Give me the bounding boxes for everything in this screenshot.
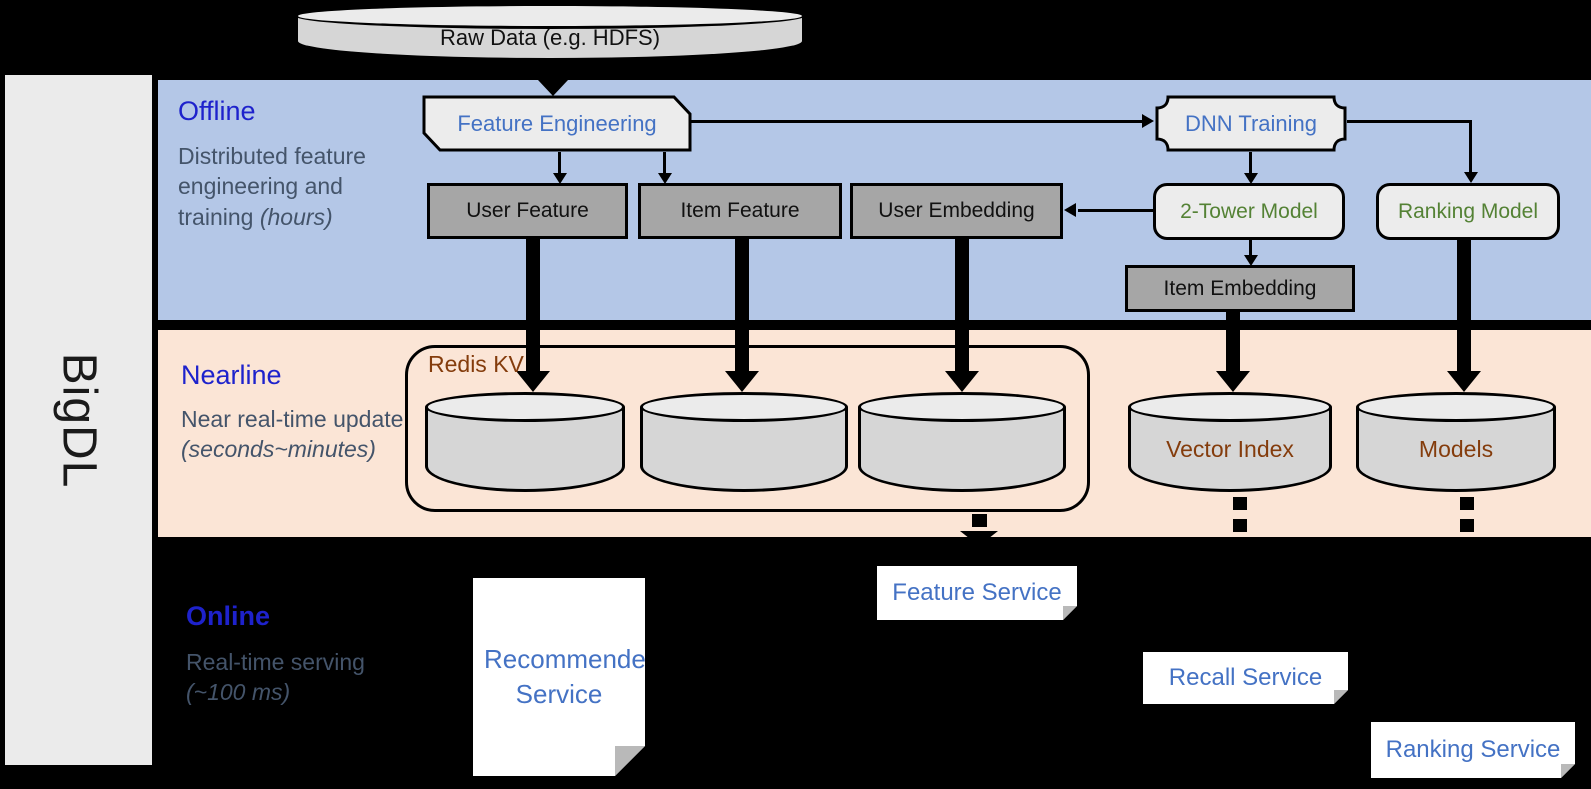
kv1-top [425,392,625,422]
arrow-rankingmodel-to-models-line [1457,240,1471,371]
feature-engineering-node: Feature Engineering [422,95,692,152]
vector-index-label: Vector Index [1166,436,1294,462]
models-top [1356,392,1556,422]
redis-kv-label: Redis KV [428,351,524,377]
arrow-userembedding-to-kv3-head [945,371,979,392]
kv1-body [425,407,625,492]
arrow-itemfeature-to-kv2-head [725,371,759,392]
models-store: Models [1356,392,1556,492]
arrow-fe-to-dnn-line [690,120,1142,123]
feature-service-fold [1063,606,1077,620]
offline-description: Distributed feature engineering and trai… [178,141,423,232]
online-description-text: Real-time serving [186,649,365,675]
kv-store-cylinder-1 [425,392,625,492]
kv3-top [858,392,1066,422]
recall-service-label: Recall Service [1168,664,1323,691]
ranking-service-fold [1561,764,1575,778]
bigdl-logo-text: BigDL [51,352,105,488]
feature-engineering-shape [422,95,692,152]
item-embedding-node: Item Embedding [1125,265,1355,312]
dnn-training-node: DNN Training [1155,95,1347,152]
offline-description-text: Distributed feature engineering and trai… [178,143,366,230]
nearline-description-latency: (seconds~minutes) [181,436,376,463]
arrow-twotower-to-userembedding-line [1078,209,1153,212]
feature-service-label: Feature Service [892,579,1062,606]
redis-kv-container [405,345,1090,512]
recommender-service-label: Recommender Service [484,643,655,709]
arrow-userembedding-to-kv3-line [955,239,969,371]
dashed-redis-to-featureservice-head [960,531,998,546]
dashed-models-segment-2 [1460,519,1474,532]
offline-description-latency: (hours) [259,203,333,230]
bigdl-sidebar: BigDL [5,75,152,765]
arrow-dnn-to-twotower-line [1249,152,1252,174]
arrow-dnn-to-ranking-vline [1469,120,1472,172]
dnn-training-label: DNN Training [1184,110,1318,136]
user-feature-node: User Feature [427,183,628,239]
arrow-fe-to-itemfeature-line [663,152,666,174]
arrow-rawdata-to-fe-line [546,60,560,80]
arrow-fe-to-dnn-head [1142,114,1154,128]
nearline-title: Nearline [181,360,282,390]
models-label: Models [1418,436,1494,462]
offline-title: Offline [178,96,256,126]
arrow-twotower-to-itemembedding-line [1249,240,1252,256]
arrow-itemembedding-to-vectorindex-line [1226,312,1240,371]
ranking-service-doc: Ranking Service [1371,722,1575,778]
ranking-model-node: Ranking Model [1376,183,1560,240]
dnn-training-shape [1155,95,1347,152]
arrow-fe-to-itemfeature-head [658,173,672,184]
dashed-vectorindex-segment-2 [1233,519,1247,532]
arrow-twotower-to-userembedding-head [1064,203,1076,217]
arrow-rawdata-to-fe-head [538,80,568,96]
arrow-dnn-to-ranking-head [1464,172,1478,183]
arrow-dnn-to-ranking-hline [1347,120,1472,123]
kv2-top [640,392,848,422]
online-description-latency: (~100 ms) [186,679,291,706]
arrow-itemfeature-to-kv2-line [735,239,749,371]
raw-data-cylinder-top [295,3,805,29]
online-description: Real-time serving (~100 ms) [186,647,426,708]
recall-service-fold [1334,690,1348,704]
arrow-fe-to-userfeature-line [558,152,561,174]
kv-store-cylinder-3 [858,392,1066,492]
online-title: Online [186,601,271,631]
feature-engineering-label: Feature Engineering [457,110,657,136]
raw-data-store: Raw Data (e.g. HDFS) [295,3,805,61]
vector-index-store: Vector Index [1128,392,1332,492]
item-feature-node: Item Feature [638,183,842,239]
raw-data-label: Raw Data (e.g. HDFS) [439,25,661,50]
arrow-dnn-to-twotower-head [1244,173,1258,184]
ranking-service-label: Ranking Service [1385,736,1561,763]
arrow-twotower-to-itemembedding-head [1244,255,1258,266]
dashed-models-segment-1 [1460,497,1474,510]
nearline-description-text: Near real-time update [181,406,404,432]
vector-index-top [1128,392,1332,422]
recall-service-doc: Recall Service [1143,652,1348,704]
recommender-service-fold [615,746,645,776]
user-embedding-node: User Embedding [850,183,1063,239]
arrow-rankingmodel-to-models-head [1447,371,1481,392]
recommender-service-doc: Recommender Service [473,578,645,776]
arrow-userfeature-to-kv1-line [526,239,540,371]
arrow-userfeature-to-kv1-head [516,371,550,392]
feature-service-doc: Feature Service [877,566,1077,620]
kv-store-cylinder-2 [640,392,848,492]
two-tower-model-node: 2-Tower Model [1153,183,1345,240]
nearline-description: Near real-time update (seconds~minutes) [181,404,441,465]
arrow-itemembedding-to-vectorindex-head [1216,371,1250,392]
arrow-fe-to-userfeature-head [553,173,567,184]
dashed-redis-to-featureservice-segment [972,514,987,527]
dashed-vectorindex-segment-1 [1233,497,1247,510]
